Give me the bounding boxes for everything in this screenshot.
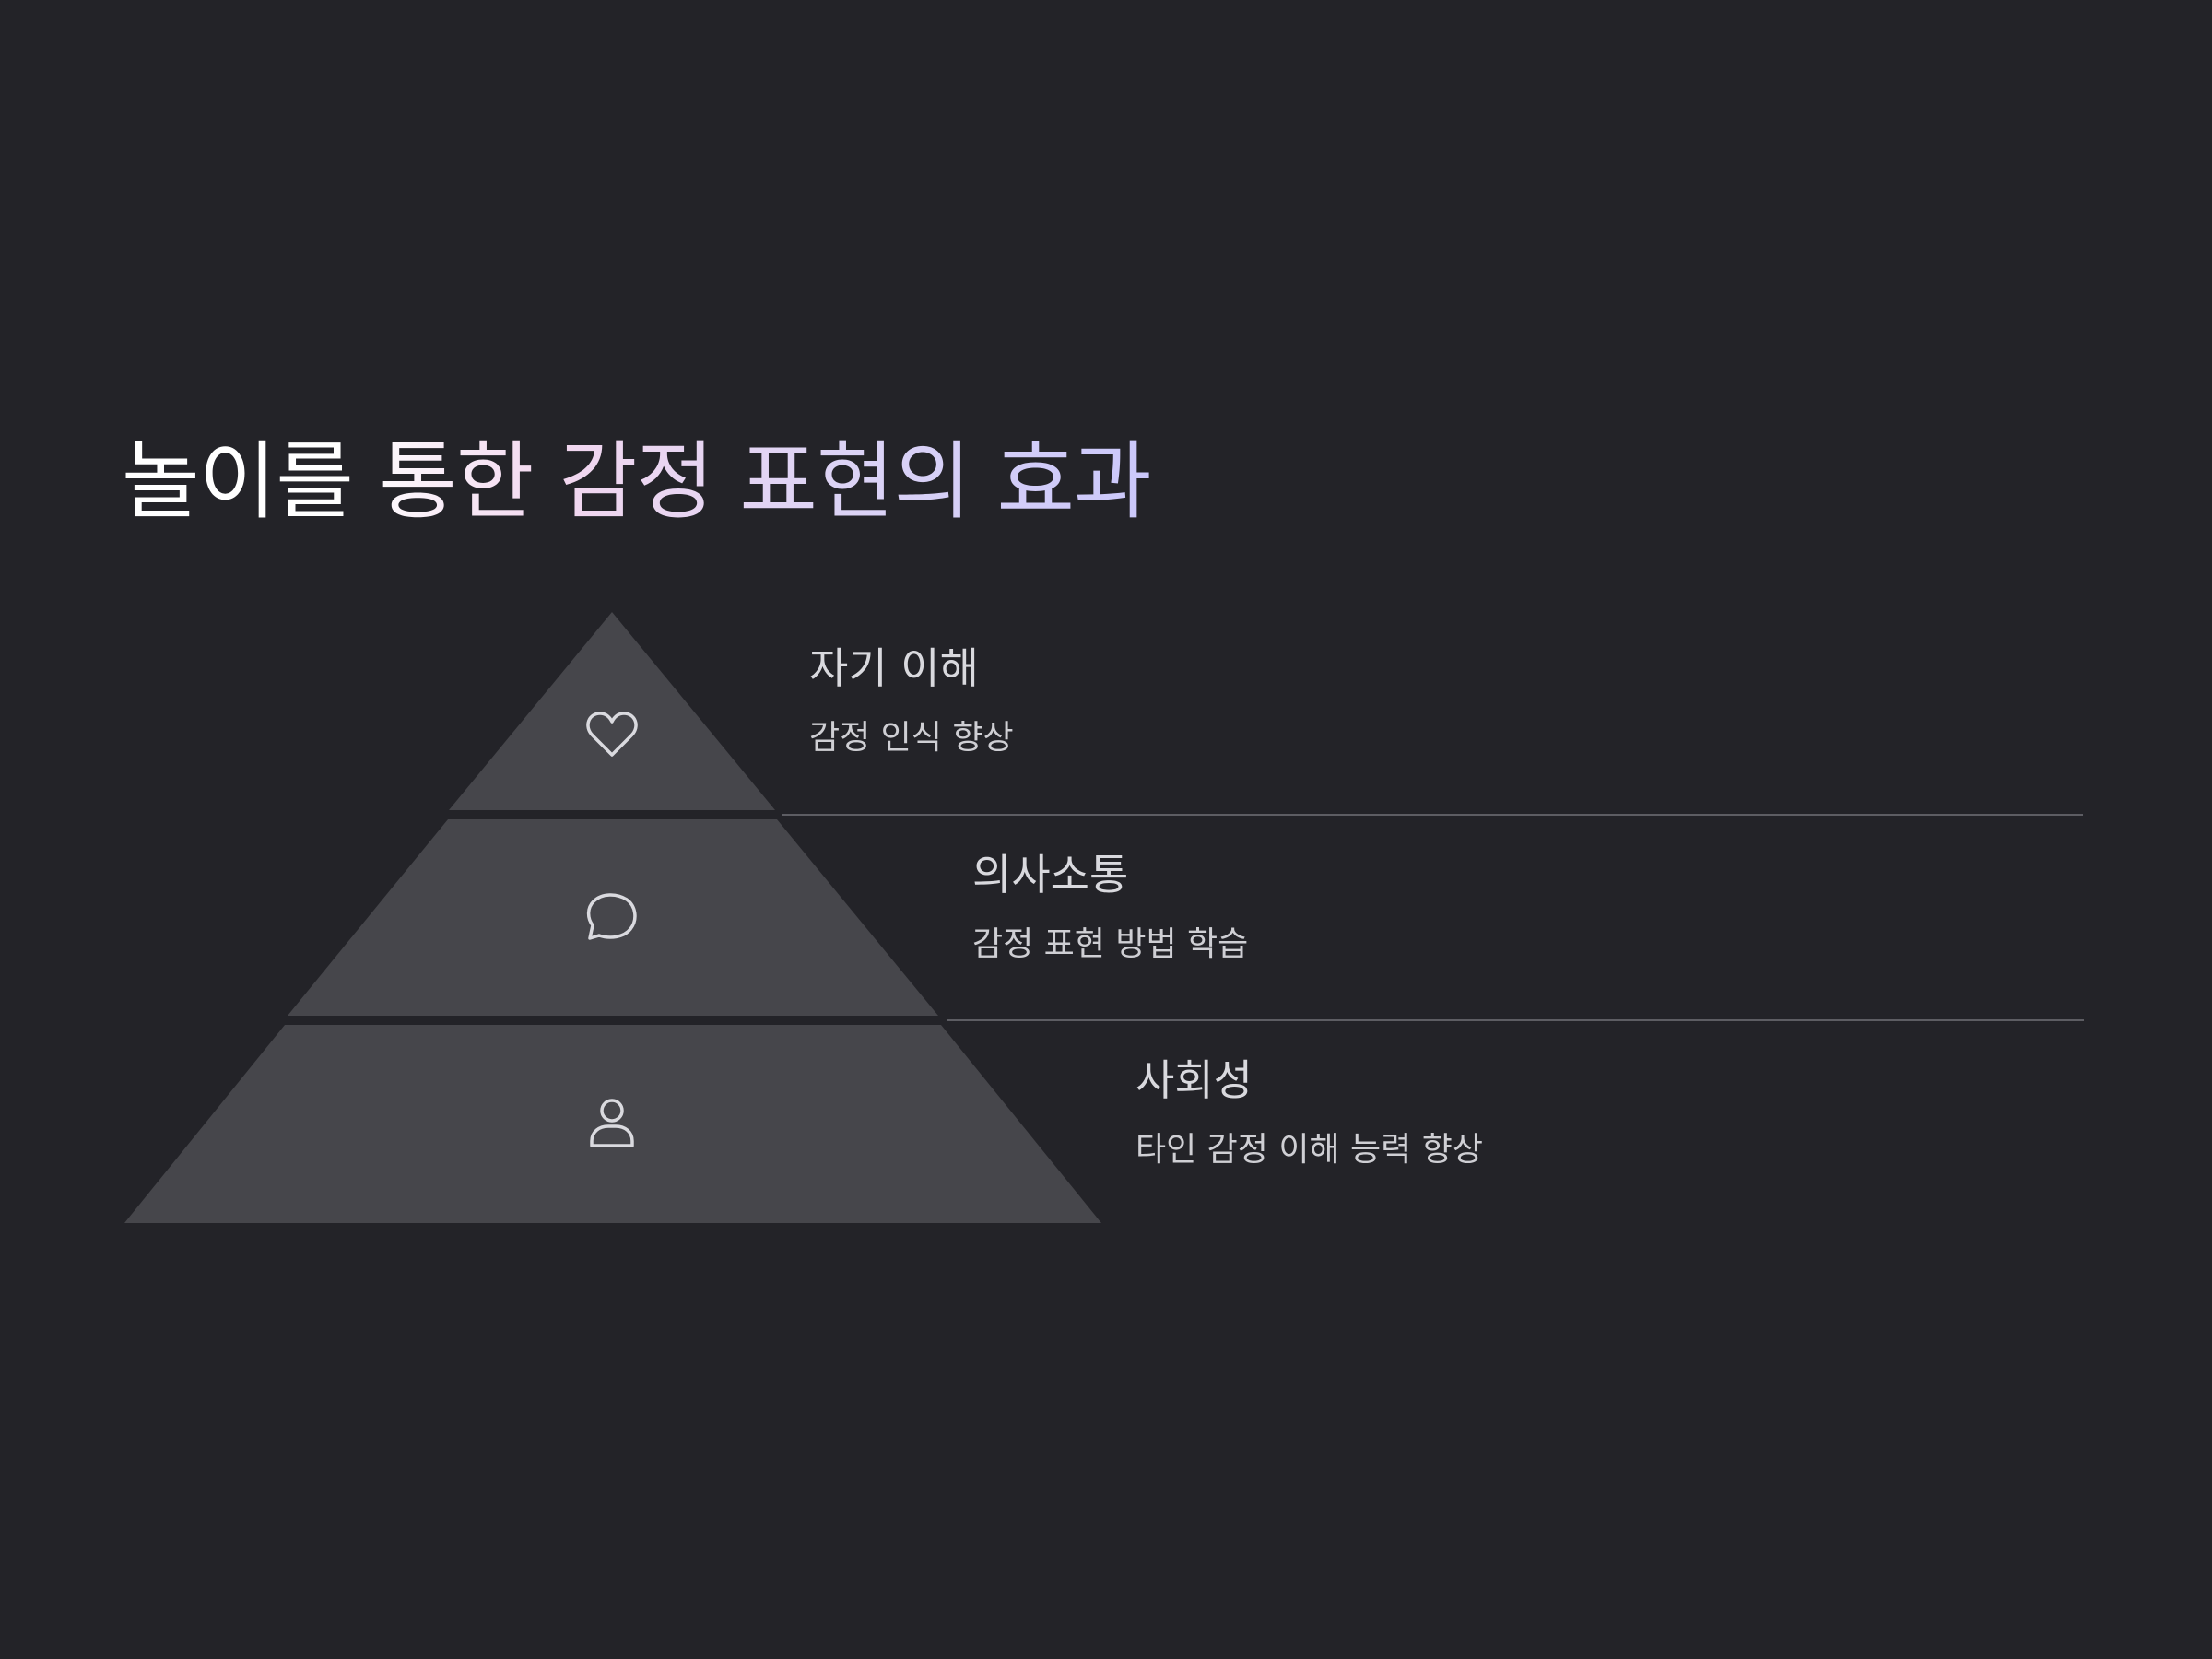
level-3-description: 타인 감정 이해 능력 향상 [1135, 1131, 1483, 1170]
page-title: 놀이를 통한 감정 표현의 효과 [122, 431, 1152, 533]
level-2-description: 감정 표현 방법 학습 [972, 925, 1249, 964]
speech-bubble-icon [586, 893, 637, 940]
pyramid-tier-3 [124, 1025, 1101, 1223]
pyramid-tier-1 [449, 612, 775, 810]
level-1-text: 자기 이해 감정 인식 향상 [809, 643, 1014, 758]
level-1-description: 감정 인식 향상 [809, 719, 1014, 758]
level-2-heading: 의사소통 [972, 850, 1129, 900]
person-icon [590, 1099, 634, 1147]
divider-1 [782, 814, 2083, 816]
divider-2 [947, 1019, 2084, 1021]
pyramid-tier-2 [288, 819, 938, 1016]
level-1-heading: 자기 이해 [809, 643, 979, 693]
level-3-text: 사회성 타인 감정 이해 능력 향상 [1135, 1055, 1483, 1170]
heart-icon [586, 712, 638, 757]
level-3-heading: 사회성 [1135, 1055, 1253, 1105]
level-2-text: 의사소통 감정 표현 방법 학습 [972, 850, 1248, 964]
